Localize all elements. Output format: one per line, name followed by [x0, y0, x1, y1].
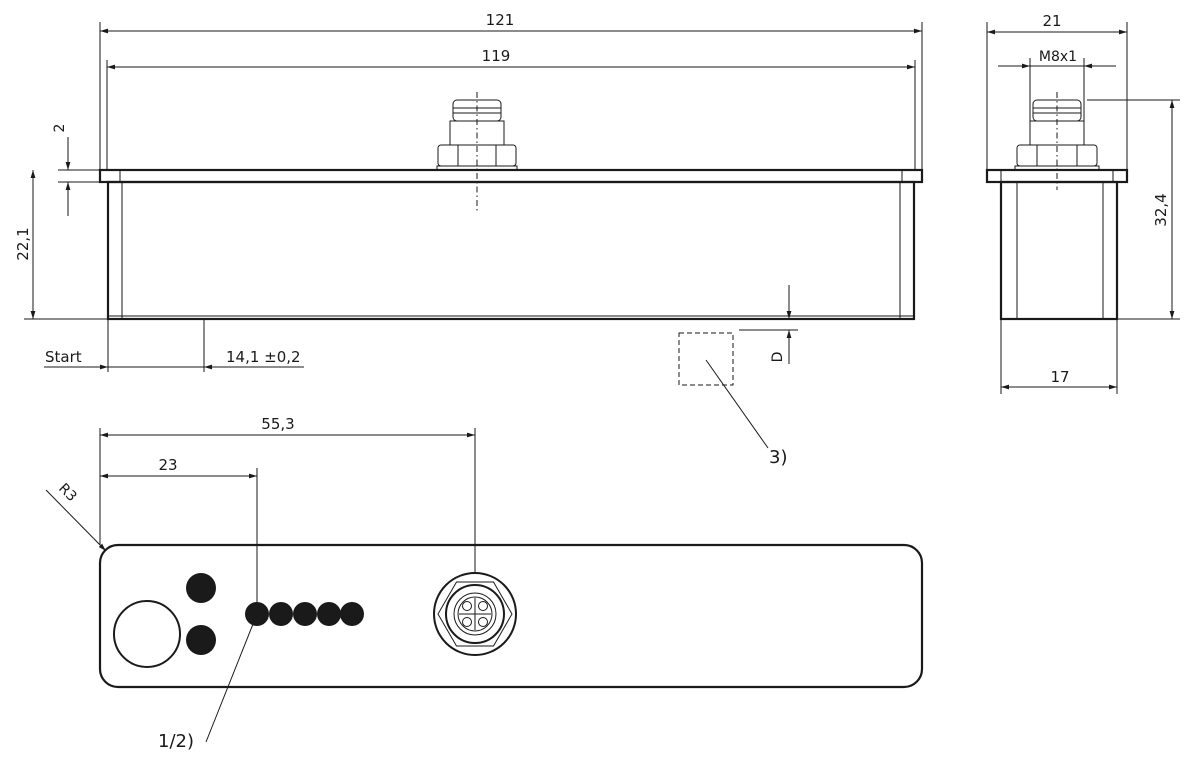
- top-m8-connector: [433, 572, 517, 656]
- callout-indicators: 1/2): [158, 731, 194, 752]
- dim-start-offset: 14,1 ±0,2: [226, 348, 301, 366]
- target-zone: [678, 332, 734, 386]
- status-led-lower-icon: [186, 625, 216, 655]
- dim-inner-length: 119: [482, 47, 511, 65]
- side-view: [985, 92, 1129, 321]
- led-3-icon: [293, 602, 317, 626]
- front-dimensions: 121 119 2 22,1 Start 14,1 ±0,2 D 3): [14, 11, 923, 468]
- start-label: Start: [45, 348, 82, 366]
- mounting-hole: [113, 600, 181, 668]
- led-5-icon: [340, 602, 364, 626]
- dim-body-width: 17: [1050, 368, 1069, 386]
- top-housing-outline: [98, 543, 924, 689]
- side-dimensions: 21 M8x1 32,4 17: [986, 12, 1180, 394]
- dim-corner-radius: R3: [55, 481, 79, 505]
- dim-led-position: 23: [158, 456, 177, 474]
- callout-target-zone: 3): [769, 447, 787, 468]
- led-4-icon: [317, 602, 341, 626]
- status-led-upper-icon: [186, 573, 216, 603]
- dim-overall-length: 121: [486, 11, 515, 29]
- led-2-icon: [269, 602, 293, 626]
- dim-thread: M8x1: [1039, 49, 1077, 65]
- dim-connector-position: 55,3: [261, 415, 294, 433]
- dim-distance-d: D: [770, 352, 786, 363]
- led-bar: [245, 602, 364, 626]
- front-view: [98, 92, 924, 321]
- front-mounting-plate: [98, 168, 924, 184]
- top-dimensions: 55,3 23 R3 1/2): [45, 415, 476, 752]
- top-view: [98, 543, 924, 689]
- front-housing: [106, 180, 916, 321]
- dim-overall-width: 21: [1042, 12, 1061, 30]
- dim-total-height: 32,4: [1152, 193, 1170, 226]
- dim-body-height: 22,1: [14, 227, 32, 260]
- dim-plate-thickness: 2: [52, 124, 68, 133]
- side-housing: [999, 180, 1119, 321]
